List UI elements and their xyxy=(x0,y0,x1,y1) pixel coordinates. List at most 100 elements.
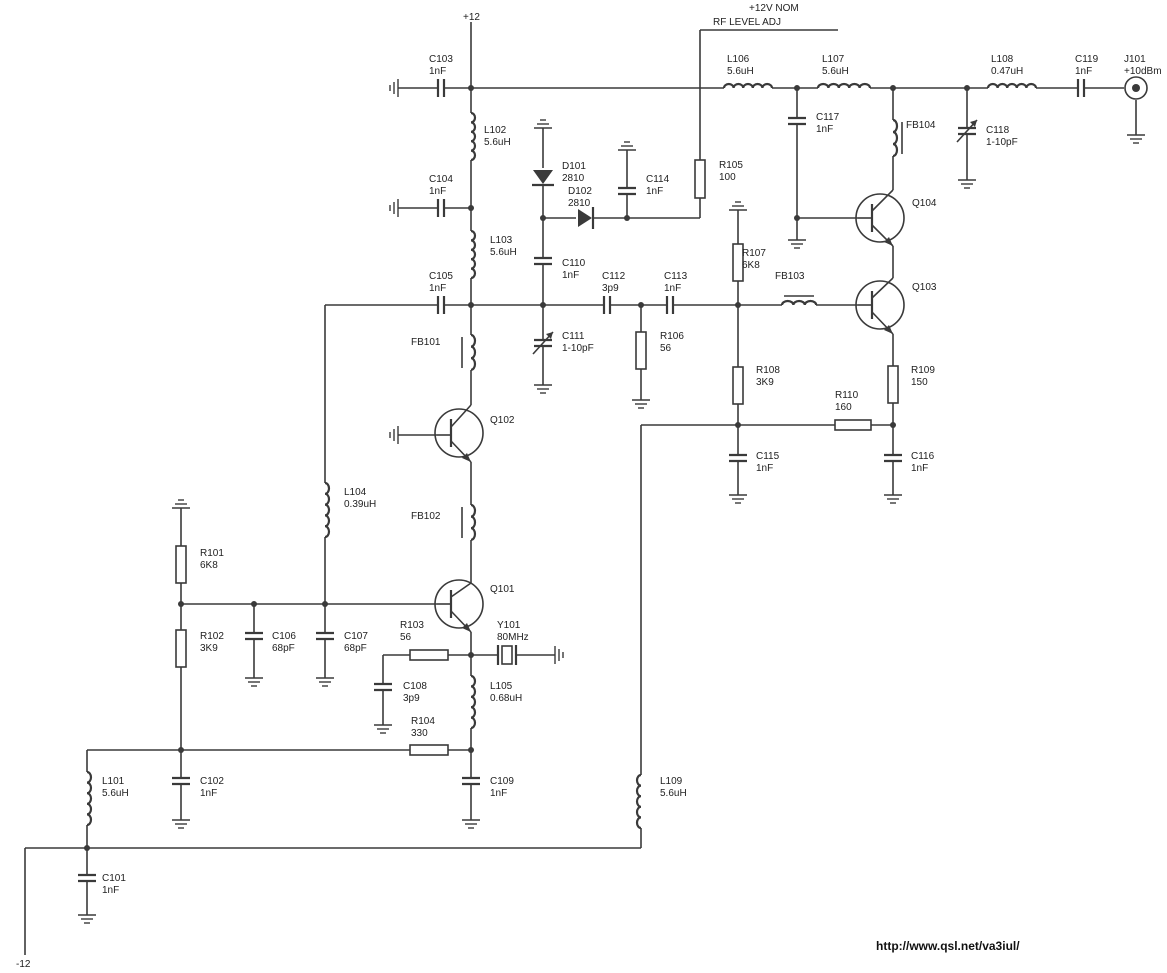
c107-value: 68pF xyxy=(344,643,367,654)
l103-value: 5.6uH xyxy=(490,247,517,258)
c103-value: 1nF xyxy=(429,66,446,77)
capacitor-c113 xyxy=(665,296,675,314)
resistor-r108 xyxy=(732,366,744,405)
l104-value: 0.39uH xyxy=(344,499,376,510)
l102-value: 5.6uH xyxy=(484,137,511,148)
output-connector-j101 xyxy=(1124,76,1148,100)
diode-d101 xyxy=(532,170,554,187)
c104-ref: C104 xyxy=(429,174,453,185)
inductor-l109 xyxy=(635,773,642,830)
r102-value: 3K9 xyxy=(200,643,218,654)
c114-value: 1nF xyxy=(646,186,663,197)
r108-ref: R108 xyxy=(756,365,780,376)
ferrite-fb104 xyxy=(892,118,903,158)
c111-value: 1-10pF xyxy=(562,343,594,354)
transistor-q102 xyxy=(434,404,484,463)
resistor-r103 xyxy=(409,649,449,661)
r106-ref: R106 xyxy=(660,331,684,342)
transistor-q104 xyxy=(855,189,905,247)
c108-value: 3p9 xyxy=(403,693,420,704)
capacitor-c118 xyxy=(956,119,978,143)
wiring xyxy=(24,22,1137,955)
q101-label: Q101 xyxy=(490,584,515,595)
ground-symbols xyxy=(77,78,1146,924)
j101-ref: J101 xyxy=(1124,54,1146,65)
r106-value: 56 xyxy=(660,343,672,354)
c113-value: 1nF xyxy=(664,283,681,294)
l101-value: 5.6uH xyxy=(102,788,129,799)
resistor-r110 xyxy=(834,419,872,431)
c106-value: 68pF xyxy=(272,643,295,654)
c118-value: 1-10pF xyxy=(986,137,1018,148)
r102-ref: R102 xyxy=(200,631,224,642)
capacitor-c102 xyxy=(172,776,190,786)
transistor-q101 xyxy=(434,579,484,640)
r104-value: 330 xyxy=(411,728,428,739)
diode-symbols xyxy=(532,170,595,229)
inductor-l103 xyxy=(470,229,477,280)
c108-ref: C108 xyxy=(403,681,427,692)
c118-ref: C118 xyxy=(986,125,1010,136)
r107-value: 6K8 xyxy=(742,260,760,271)
c109-value: 1nF xyxy=(490,788,507,799)
junction-dots xyxy=(84,85,970,851)
transistor-q103 xyxy=(855,277,905,335)
ferrite-fb101 xyxy=(461,333,477,371)
r108-value: 3K9 xyxy=(756,377,774,388)
c113-ref: C113 xyxy=(664,271,688,282)
c119-ref: C119 xyxy=(1075,54,1099,65)
l109-value: 5.6uH xyxy=(660,788,687,799)
d101-value: 2810 xyxy=(562,173,585,184)
capacitor-symbols xyxy=(78,79,1086,883)
l109-ref: L109 xyxy=(660,776,683,787)
capacitor-c103 xyxy=(436,79,446,97)
c101-value: 1nF xyxy=(102,885,119,896)
c105-value: 1nF xyxy=(429,283,446,294)
capacitor-c117 xyxy=(788,116,806,126)
capacitor-c110 xyxy=(534,256,552,266)
d101-ref: D101 xyxy=(562,161,586,172)
inductor-l106 xyxy=(722,82,774,89)
c116-ref: C116 xyxy=(911,451,935,462)
l107-value: 5.6uH xyxy=(822,66,849,77)
l101-ref: L101 xyxy=(102,776,125,787)
r103-value: 56 xyxy=(400,632,412,643)
capacitor-c108 xyxy=(374,682,392,692)
source-url: http://www.qsl.net/va3iul/ xyxy=(876,939,1020,953)
r105-ref: R105 xyxy=(719,160,743,171)
capacitor-c109 xyxy=(462,776,480,786)
ferrite-fb102 xyxy=(461,503,477,541)
resistor-r107 xyxy=(732,243,744,282)
diode-d102 xyxy=(578,207,595,229)
r101-ref: R101 xyxy=(200,548,224,559)
q104-label: Q104 xyxy=(912,198,937,209)
inductor-l102 xyxy=(470,111,477,162)
inductor-l108 xyxy=(986,82,1038,89)
crystal-y101 xyxy=(496,645,518,665)
c102-value: 1nF xyxy=(200,788,217,799)
l104-ref: L104 xyxy=(344,487,367,498)
l106-ref: L106 xyxy=(727,54,750,65)
q103-label: Q103 xyxy=(912,282,937,293)
capacitor-c105 xyxy=(436,296,446,314)
resistor-r105 xyxy=(694,159,706,199)
j101-value: +10dBm xyxy=(1124,66,1162,77)
resistor-symbols xyxy=(175,159,899,756)
fb102-label: FB102 xyxy=(411,511,441,522)
c110-value: 1nF xyxy=(562,270,579,281)
resistor-r106 xyxy=(635,331,647,370)
inductor-l107 xyxy=(816,82,872,89)
l103-ref: L103 xyxy=(490,235,513,246)
capacitor-c101 xyxy=(78,873,96,883)
l102-ref: L102 xyxy=(484,125,507,136)
resistor-r104 xyxy=(409,744,449,756)
l105-value: 0.68uH xyxy=(490,693,522,704)
c116-value: 1nF xyxy=(911,463,928,474)
c104-value: 1nF xyxy=(429,186,446,197)
l105-ref: L105 xyxy=(490,681,513,692)
level-adj-label-1: +12V NOM xyxy=(749,3,799,14)
resistor-r109 xyxy=(887,365,899,404)
r101-value: 6K8 xyxy=(200,560,218,571)
capacitor-c107 xyxy=(316,631,334,641)
capacitor-c114 xyxy=(618,186,636,196)
